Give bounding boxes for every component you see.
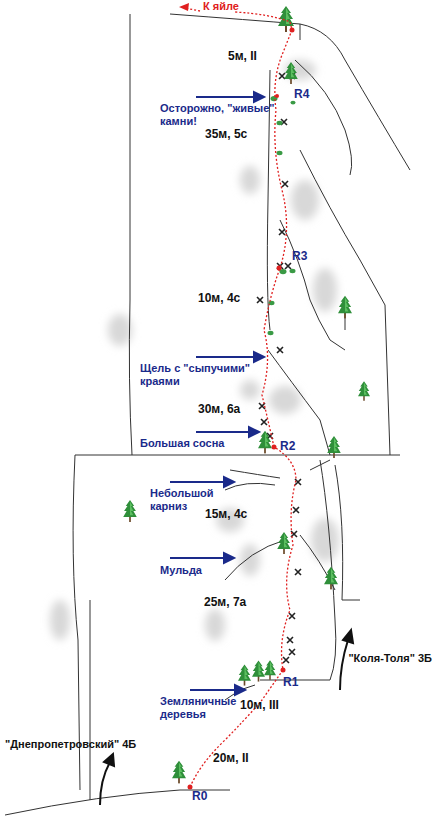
belay-label: R3 (292, 250, 307, 264)
callout-arrows (170, 92, 264, 695)
hazard-note: Осторожно, "живые" камни! (160, 102, 280, 127)
approach-arrows (100, 630, 353, 805)
cliff-outline (5, 14, 410, 815)
pitch-grade: 30м, 6а (198, 403, 240, 417)
pitch-grade: 20м, II (213, 752, 249, 766)
feature-note: Земляничные деревья (160, 695, 240, 720)
trees (123, 6, 370, 783)
pitch-grade: 10м, III (240, 699, 279, 713)
belay-points (188, 28, 295, 790)
pitch-grade: 10м, 4с (198, 292, 240, 306)
exit-note: К яйле (203, 0, 239, 13)
belay-label: R2 (280, 440, 295, 454)
route-name: "Коля-Толя" 3Б (348, 652, 432, 665)
belay-label: R0 (192, 790, 207, 804)
belay-label: R4 (294, 88, 309, 102)
pitch-grade: 15м, 4с (205, 508, 247, 522)
route-line (190, 12, 296, 787)
pitch-grade: 5м, II (228, 50, 257, 64)
pitch-grade: 25м, 7а (204, 596, 246, 610)
route-arrow-head (179, 3, 189, 11)
bolts (257, 73, 301, 663)
belay-label: R1 (283, 676, 298, 690)
route-name: "Днепропетровский" 4Б (5, 738, 136, 751)
feature-note: Мульда (160, 564, 202, 577)
rock-shading (50, 60, 339, 641)
pitch-grade: 35м, 5с (205, 128, 247, 142)
feature-note: Большая сосна (140, 437, 224, 450)
feature-note: Щель с "сыпучими" краями (140, 362, 258, 387)
